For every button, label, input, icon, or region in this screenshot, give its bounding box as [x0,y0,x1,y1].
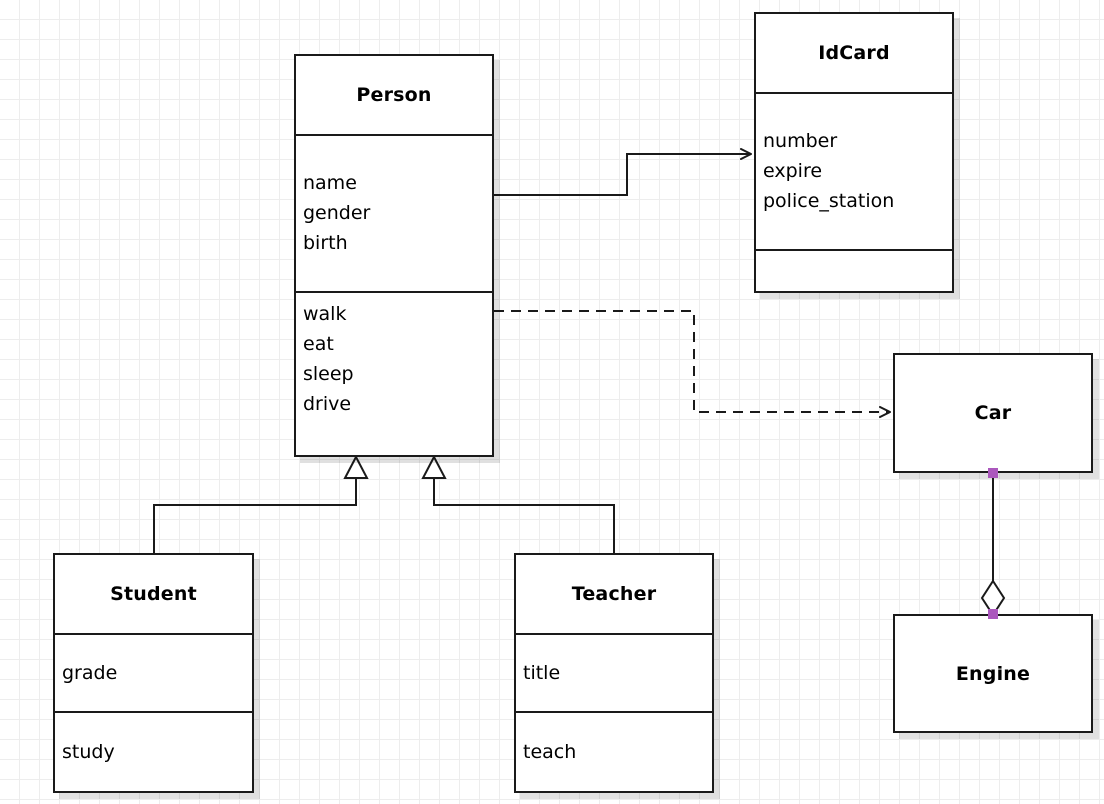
operation-item: study [62,741,115,764]
edge-person-idcard[interactable] [494,148,752,196]
edge-teacher-person[interactable] [421,454,615,553]
operation-item: drive [303,392,352,415]
attribute-item: gender [303,202,371,225]
selection-handle-engine-end[interactable] [988,609,998,619]
edge-car-engine[interactable] [980,473,1006,617]
operation-item: sleep [303,362,354,385]
class-title-person: Person [296,56,492,134]
class-box-car[interactable]: Car [893,353,1093,473]
attribute-item: expire [763,160,823,183]
operation-item: eat [303,332,334,355]
selection-handle-car-end[interactable] [988,468,998,478]
attribute-item: number [763,130,838,153]
class-name-label: Student [110,582,197,605]
class-operations-person: walk eat sleep drive [296,290,492,455]
edge-person-car[interactable] [494,310,891,418]
attribute-item: police_station [763,190,895,213]
class-operations-student: study [55,711,252,791]
attribute-item: birth [303,232,348,255]
class-attributes-teacher: title [516,632,712,712]
class-name-label: IdCard [818,41,890,64]
class-title-student: Student [55,555,252,633]
class-attributes-student: grade [55,632,252,712]
class-box-teacher[interactable]: Teacher title teach [514,553,714,793]
class-operations-idcard [756,248,952,291]
class-title-car: Car [895,355,1091,471]
class-attributes-idcard: number expire police_station [756,91,952,249]
attribute-item: name [303,172,357,195]
class-title-teacher: Teacher [516,555,712,633]
attribute-item: grade [62,661,118,684]
class-name-label: Car [974,402,1012,424]
class-name-label: Engine [955,662,1031,685]
class-operations-teacher: teach [516,711,712,791]
edge-student-person[interactable] [153,454,369,553]
class-title-idcard: IdCard [756,14,952,92]
class-attributes-person: name gender birth [296,134,492,290]
attribute-item: title [523,661,561,684]
operation-item: teach [523,741,577,764]
class-box-engine[interactable]: Engine [893,614,1093,733]
class-box-student[interactable]: Student grade study [53,553,254,793]
class-box-idcard[interactable]: IdCard number expire police_station [754,12,954,293]
class-name-label: Teacher [571,582,657,605]
class-name-label: Person [356,84,432,107]
class-title-engine: Engine [895,616,1091,731]
class-box-person[interactable]: Person name gender birth walk eat sleep … [294,54,494,457]
operation-item: walk [303,302,347,325]
